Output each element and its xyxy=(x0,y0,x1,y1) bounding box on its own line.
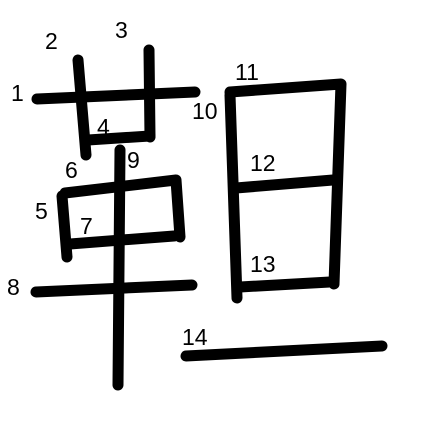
stroke-label-2: 2 xyxy=(45,28,58,54)
stroke-6 xyxy=(59,174,186,243)
stroke-label-13: 13 xyxy=(250,251,276,277)
stroke-14 xyxy=(180,340,388,362)
stroke-9 xyxy=(112,144,126,391)
stroke-10 xyxy=(224,89,243,304)
stroke-label-14: 14 xyxy=(182,324,208,350)
stroke-12 xyxy=(230,174,339,194)
stroke-label-6: 6 xyxy=(65,157,78,183)
stroke-label-3: 3 xyxy=(115,17,128,43)
stroke-label-8: 8 xyxy=(7,274,20,300)
stroke-label-7: 7 xyxy=(80,213,93,239)
stroke-13 xyxy=(234,276,336,293)
stroke-11 xyxy=(224,78,347,290)
stroke-label-5: 5 xyxy=(35,198,48,224)
stroke-label-4: 4 xyxy=(97,114,110,140)
stroke-3 xyxy=(143,44,156,143)
stroke-1 xyxy=(31,86,201,105)
stroke-label-11: 11 xyxy=(235,59,259,85)
stroke-4 xyxy=(82,130,156,146)
stroke-label-12: 12 xyxy=(250,150,276,176)
stroke-label-9: 9 xyxy=(127,147,140,173)
stroke-label-10: 10 xyxy=(192,98,218,124)
stroke-label-1: 1 xyxy=(11,80,24,106)
